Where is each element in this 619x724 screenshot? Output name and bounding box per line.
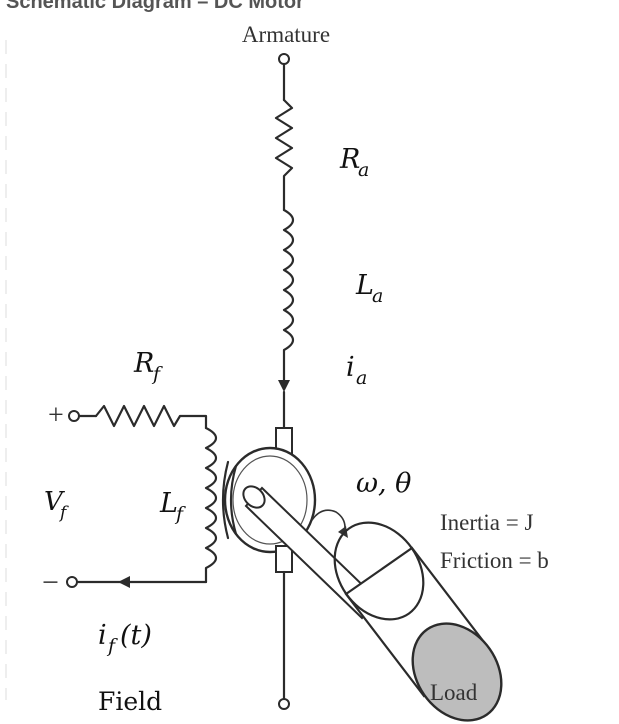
la-inductor	[282, 208, 295, 384]
load-face	[411, 622, 503, 722]
ra-label-sub: a	[358, 159, 369, 181]
bottom-brush	[275, 545, 293, 573]
vf-label-sub: f	[58, 503, 69, 523]
if-label-arg: (t)	[120, 620, 152, 651]
load-back-edge	[333, 521, 425, 621]
field-pole-inner	[229, 464, 238, 536]
ia-label-sub: a	[356, 367, 367, 389]
vf-label-main: V	[44, 487, 65, 517]
field-minus-terminal	[66, 576, 78, 588]
shaft-end	[242, 485, 266, 509]
if-label-main: i	[98, 620, 107, 651]
ra-resistor	[274, 98, 294, 212]
lf-label-main: L	[159, 488, 178, 519]
inertia-label: Inertia = J	[440, 510, 533, 535]
field-label: Field	[98, 687, 162, 716]
plus-sign: +	[48, 400, 64, 431]
ra-label-main: R	[339, 144, 360, 175]
lf-inductor	[204, 426, 218, 584]
ia-label-main: i	[346, 352, 355, 383]
rotation-arrowhead	[338, 526, 348, 538]
ia-arrow	[278, 380, 290, 392]
omega-theta-label: ω, θ	[356, 468, 411, 499]
rotation-arrow	[311, 509, 346, 535]
if-label-sub: f	[106, 635, 118, 657]
header-strip-text: Schematic Diagram – DC Motor	[6, 0, 304, 13]
la-label-sub: a	[372, 285, 383, 307]
friction-label: Friction = b	[440, 548, 549, 573]
field-pole	[221, 460, 230, 540]
rf-resistor	[94, 404, 208, 430]
field-plus-terminal	[68, 410, 80, 422]
if-arrow	[118, 576, 130, 588]
la-label-main: L	[355, 270, 374, 301]
motor-rotor-inner	[232, 455, 308, 545]
armature-bottom-terminal	[278, 698, 290, 710]
minus-sign: −	[42, 566, 59, 599]
rf-label-main: R	[133, 348, 154, 379]
rf-label-sub: f	[151, 363, 163, 385]
armature-top-terminal	[278, 53, 290, 65]
load-label: Load	[430, 680, 478, 705]
lf-label-sub: f	[174, 503, 186, 525]
armature-label: Armature	[242, 22, 330, 47]
